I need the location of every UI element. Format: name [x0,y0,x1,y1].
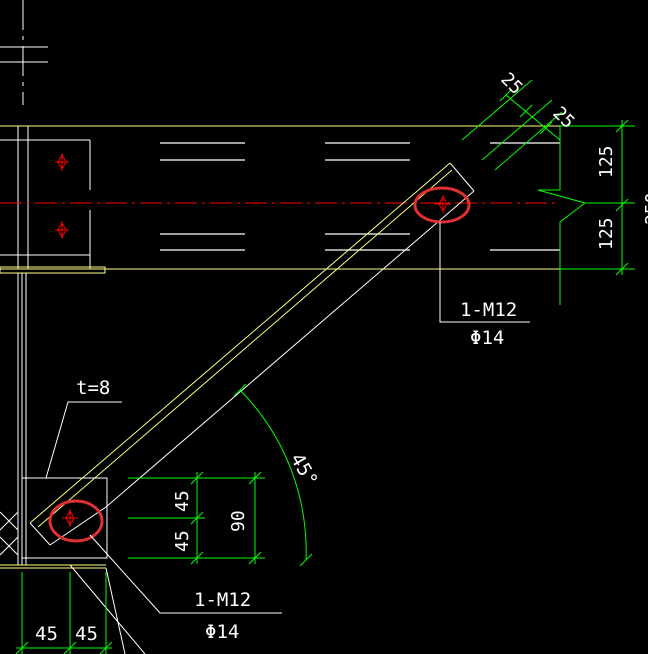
horizontal-beam [0,125,560,274]
right-dimensions [537,119,635,305]
top-bolt-hole-label: Φ14 [470,327,504,349]
diagonal-brace [29,162,475,546]
top-left-marks [0,0,48,105]
plate-dimensions [128,471,265,565]
top-bolt-label: 1-M12 [460,299,517,321]
highlight-ellipse-bottom [48,499,104,543]
plate-90-dim: 90 [228,510,249,532]
bolt-mark-upper-1 [55,153,69,171]
bottom-dimensions [15,572,113,654]
beam-half-top-dim: 125 [596,145,617,178]
bolt-mark-top [435,195,451,213]
bottom-bolt-hole-label: Φ14 [205,621,239,643]
bolt-mark-upper-2 [55,221,69,239]
angle-label: 45° [286,450,322,491]
beam-total-dim: 250 [642,192,648,225]
angle-arc [233,383,313,567]
top-offset-dim-2: 25 [548,103,578,133]
bottom-45-dim-a: 45 [35,623,58,645]
bolt-leaders [45,222,530,614]
plate-45-dim-a: 45 [172,490,193,512]
bolt-marks [55,153,451,527]
plate-thickness-label: t=8 [76,377,110,399]
beam-half-bottom-dim: 125 [596,217,617,250]
top-offset-dim-1: 25 [496,69,526,99]
bottom-45-dim-b: 45 [75,623,98,645]
gusset-plate [0,477,146,654]
bolt-mark-bottom [62,509,78,527]
plate-45-dim-b: 45 [172,530,193,552]
highlight-ellipse-top [413,186,471,224]
top-offset-dimensions [461,79,563,171]
bottom-bolt-label: 1-M12 [194,589,251,611]
